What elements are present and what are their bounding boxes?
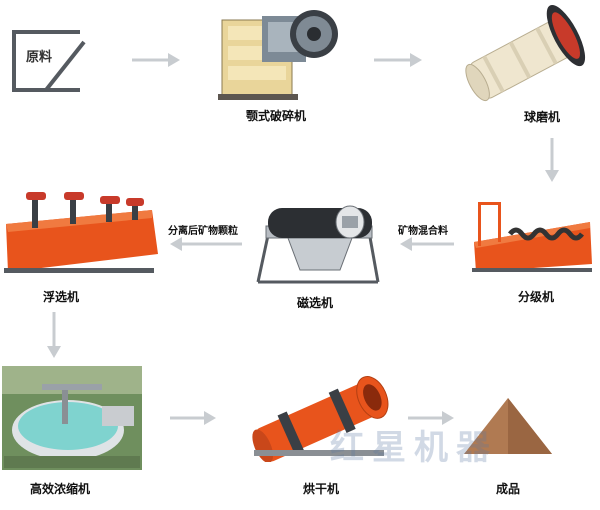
ball-mill-label: 球磨机 xyxy=(523,110,560,124)
arrow-jaw-crusher-to-ball-mill xyxy=(374,53,422,67)
product-label: 成品 xyxy=(495,482,520,496)
arrow-classifier-to-magnetic xyxy=(400,237,454,251)
arrow-dryer-to-product xyxy=(408,411,454,425)
magnetic-separator-image xyxy=(248,186,388,290)
jaw-crusher-label: 颚式破碎机 xyxy=(245,109,306,123)
jaw-crusher-image xyxy=(218,2,340,102)
arrow-magnetic-to-flotation xyxy=(170,237,242,251)
classifier-label: 分级机 xyxy=(517,290,554,304)
ball-mill-image xyxy=(458,2,596,102)
arrow-thickener-to-dryer xyxy=(170,411,216,425)
flotation-image xyxy=(2,184,162,278)
magnetic-separator-label: 磁选机 xyxy=(296,296,333,310)
flotation-label: 浮选机 xyxy=(42,290,79,304)
raw-material-frame xyxy=(12,30,86,92)
watermark-text: 红星机器 xyxy=(330,428,498,468)
arrow-flotation-to-thickener xyxy=(47,312,61,358)
product-image xyxy=(462,396,554,458)
dryer-image xyxy=(244,372,398,463)
raw-material-node: 原料 xyxy=(10,28,86,94)
thickener-image xyxy=(2,366,142,470)
thickener-label: 高效浓缩机 xyxy=(29,482,90,496)
raw-material-label: 原料 xyxy=(26,50,53,65)
dryer-label: 烘干机 xyxy=(302,482,339,496)
classifier-image xyxy=(470,194,596,276)
edge-label-magnetic-to-flotation: 分离后矿物颗粒 xyxy=(168,226,238,237)
arrow-raw-to-jaw-crusher xyxy=(132,53,180,67)
edge-label-classifier-to-magnetic: 矿物混合料 xyxy=(398,226,448,237)
arrow-ball-mill-to-classifier xyxy=(545,138,559,182)
